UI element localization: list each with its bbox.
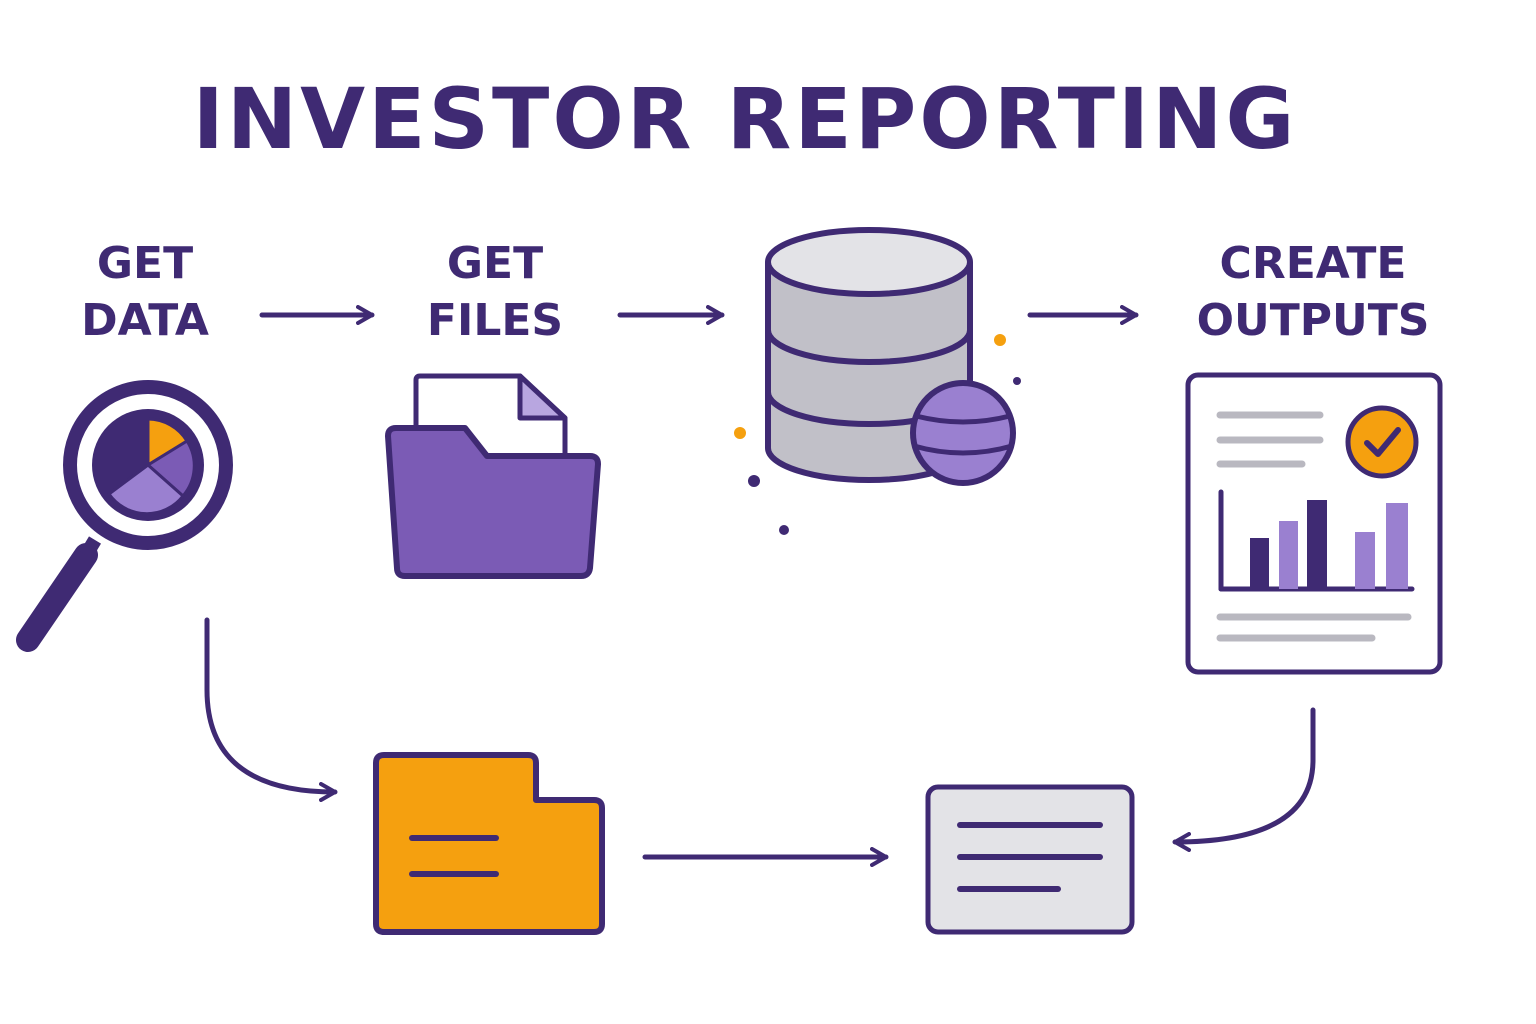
folder-document-icon bbox=[385, 373, 601, 579]
arrow-outputs-to-document bbox=[1172, 707, 1316, 852]
get-data-label-line2: DATA bbox=[81, 295, 209, 346]
get-data-label-line1: GET bbox=[97, 238, 193, 289]
magnifier-pie-chart-icon bbox=[16, 380, 233, 652]
create-outputs-label-line2: OUTPUTS bbox=[1197, 295, 1430, 346]
get-files-label: GET FILES bbox=[427, 238, 563, 346]
create-outputs-label-line1: CREATE bbox=[1220, 238, 1407, 289]
page-title: INVESTOR REPORTING bbox=[193, 70, 1298, 168]
arrow-data-to-orange-folder bbox=[204, 617, 338, 802]
get-files-label-line2: FILES bbox=[427, 295, 563, 346]
orange-folder-icon bbox=[373, 752, 605, 935]
database-globe-icon bbox=[734, 227, 1021, 535]
create-outputs-label: CREATE OUTPUTS bbox=[1197, 238, 1430, 346]
document-card-icon bbox=[925, 784, 1135, 935]
report-chart-icon bbox=[1185, 372, 1443, 675]
get-files-label-line1: GET bbox=[447, 238, 543, 289]
get-data-label: GET DATA bbox=[81, 238, 209, 346]
